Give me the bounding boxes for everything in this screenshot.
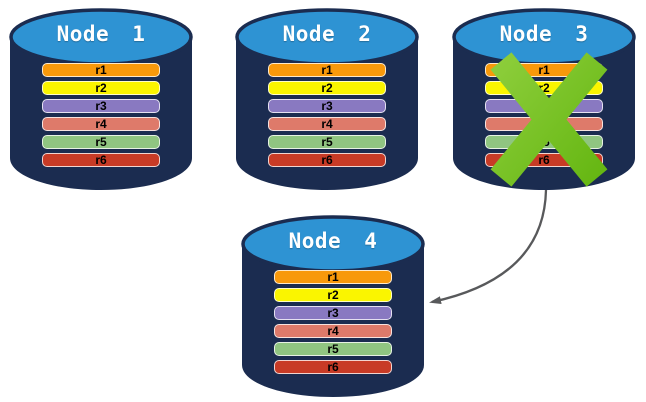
replica-bar-r4: r4: [485, 117, 603, 131]
node-4: Node 4 r1 r2 r3 r4 r5 r6: [240, 213, 426, 400]
node-4-replica-list: r1 r2 r3 r4 r5 r6: [274, 270, 392, 378]
replica-bar-r1: r1: [42, 63, 160, 77]
replica-bar-r6: r6: [485, 153, 603, 167]
replica-bar-r5: r5: [268, 135, 386, 149]
replica-bar-r1: r1: [485, 63, 603, 77]
node-1: Node 1 r1 r2 r3 r4 r5 r6: [8, 6, 194, 193]
replica-bar-r3: r3: [268, 99, 386, 113]
node-2: Node 2 r1 r2 r3 r4 r5 r6: [234, 6, 420, 193]
replica-bar-r3: r3: [485, 99, 603, 113]
replica-bar-r2: r2: [274, 288, 392, 302]
replica-bar-r5: r5: [485, 135, 603, 149]
replica-bar-r2: r2: [42, 81, 160, 95]
node-2-replica-list: r1 r2 r3 r4 r5 r6: [268, 63, 386, 171]
node-3-replica-list: r1 r2 r3 r4 r5 r6: [485, 63, 603, 171]
node-1-label: Node 1: [56, 22, 146, 46]
replica-bar-r5: r5: [42, 135, 160, 149]
replica-bar-r4: r4: [274, 324, 392, 338]
replica-bar-r1: r1: [268, 63, 386, 77]
replica-bar-r1: r1: [274, 270, 392, 284]
replica-bar-r6: r6: [268, 153, 386, 167]
replica-bar-r4: r4: [42, 117, 160, 131]
replica-bar-r5: r5: [274, 342, 392, 356]
node-1-replica-list: r1 r2 r3 r4 r5 r6: [42, 63, 160, 171]
node-2-label: Node 2: [282, 22, 372, 46]
replica-bar-r6: r6: [274, 360, 392, 374]
replica-bar-r3: r3: [274, 306, 392, 320]
replica-bar-r2: r2: [485, 81, 603, 95]
node-3-label: Node 3: [499, 22, 589, 46]
replica-bar-r4: r4: [268, 117, 386, 131]
node-3: Node 3 r1 r2 r3 r4 r5 r6: [451, 6, 637, 193]
failover-arrow: [429, 189, 548, 305]
arrow-curve: [429, 189, 548, 305]
replica-bar-r2: r2: [268, 81, 386, 95]
replica-bar-r6: r6: [42, 153, 160, 167]
replica-bar-r3: r3: [42, 99, 160, 113]
node-4-label: Node 4: [288, 229, 378, 253]
